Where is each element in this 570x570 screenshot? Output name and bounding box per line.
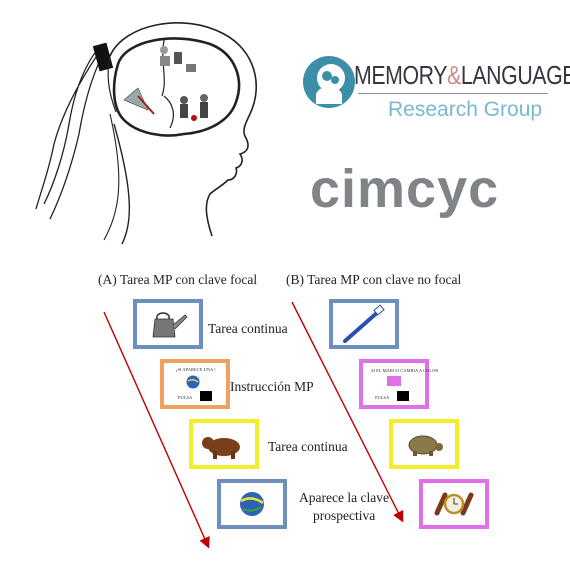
- panel-a-step-2: ¡SI APARECE UNA ! PULSA: [160, 359, 230, 409]
- instruction-text: ¡SI APARECE UNA !: [176, 367, 216, 372]
- tortoise-icon: [408, 435, 443, 456]
- timeline-arrow-b: [291, 301, 404, 523]
- panel-a-step-3: [189, 419, 259, 469]
- magenta-square-icon: [387, 376, 401, 386]
- brain-head-icon: [303, 56, 355, 108]
- watering-can-icon: [152, 312, 188, 338]
- panel-a-step-1: [133, 299, 203, 349]
- panel-a-step-4-label: Aparece la clave: [299, 490, 389, 505]
- panel-a-step-2-label: Instrucción MP: [230, 379, 314, 394]
- logo-title: MEMORY&LANGUAGE: [354, 60, 570, 90]
- panel-b-step-4: [419, 479, 489, 529]
- toothbrush-icon: [343, 304, 385, 343]
- panel-a-step-1-label: Tarea continua: [208, 321, 288, 336]
- panel-a-step-3-label: Tarea continua: [268, 439, 348, 454]
- panel-b-title: (B) Tarea MP con clave no focal: [286, 272, 462, 287]
- panel-a-step-4-label-2: prospectiva: [313, 508, 376, 523]
- black-key-square: [397, 391, 409, 401]
- memory-language-logo: MEMORY&LANGUAGE Research Group: [302, 48, 570, 128]
- panel-b-step-1: [329, 299, 399, 349]
- panel-b-step-3: [389, 419, 459, 469]
- blue-ball-icon: [240, 492, 264, 516]
- timeline-arrow-a: [103, 311, 210, 549]
- black-key-square: [200, 391, 212, 401]
- wristwatch-icon: [434, 492, 474, 516]
- press-text: PULSA: [375, 395, 390, 400]
- blue-ball-icon: [186, 375, 200, 389]
- instruction-text: SI EL MARCO CAMBIA A COLOR: [371, 368, 439, 373]
- logo-divider: [358, 93, 548, 94]
- panel-a-step-4: [217, 479, 287, 529]
- head-sketch-illustration: [35, 22, 257, 245]
- panel-b-step-2: SI EL MARCO CAMBIA A COLOR PULSA: [359, 359, 438, 409]
- bear-icon: [202, 437, 240, 459]
- logo-subtitle: Research Group: [388, 98, 543, 121]
- cimcyc-logo: cimcyc: [310, 159, 500, 219]
- panel-a-title: (A) Tarea MP con clave focal: [98, 272, 258, 287]
- press-text: PULSA: [178, 395, 193, 400]
